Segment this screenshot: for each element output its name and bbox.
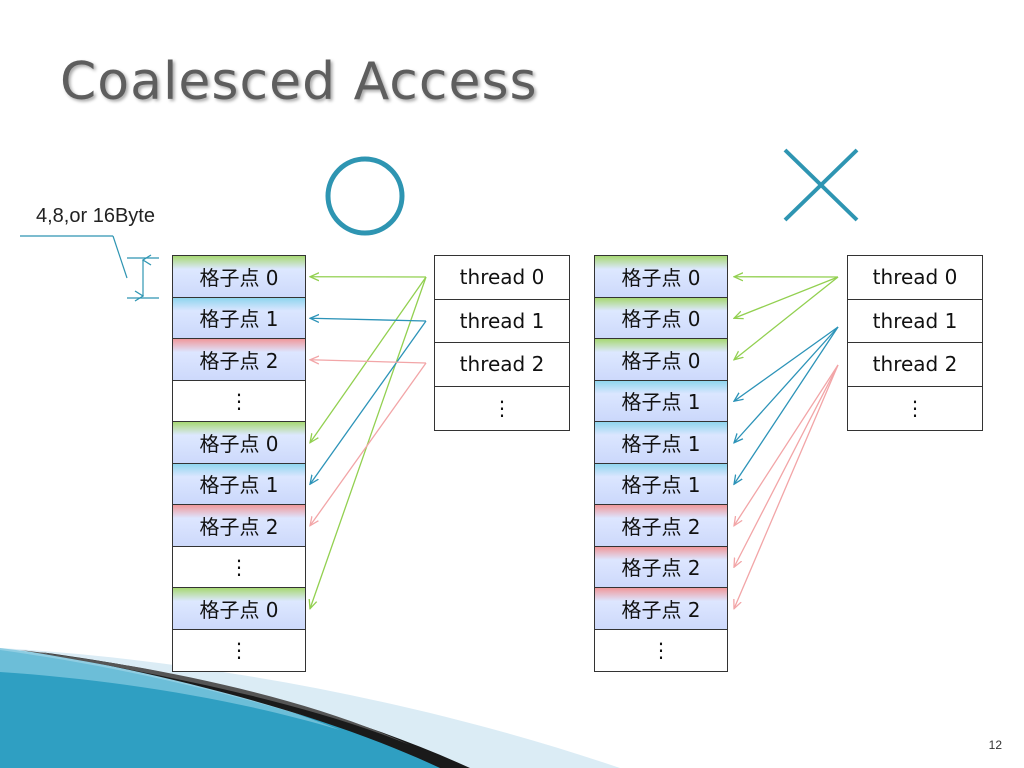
incorrect-cross-icon [783, 148, 859, 222]
right-thread-1-to-cell-4-arrow [734, 326, 839, 443]
memory-cell: 格子点 1 [173, 463, 305, 505]
memory-cell: 格子点 0 [173, 256, 305, 298]
right-thread-0-to-cell-2-arrow [734, 276, 839, 360]
memory-ellipsis-cell: ⋮ [173, 546, 305, 588]
right-thread-2-to-cell-8-arrow [734, 364, 839, 609]
left-thread-0-to-cell-4-arrow [310, 276, 427, 443]
thread-cell: thread 1 [435, 300, 569, 343]
thread-cell: thread 1 [848, 300, 982, 343]
memory-cell: 格子点 1 [595, 380, 727, 422]
thread-cell: thread 2 [435, 343, 569, 387]
thread-ellipsis-cell: ⋮ [905, 396, 925, 421]
memory-cell: 格子点 2 [595, 588, 727, 630]
memory-cell: 格子点 1 [595, 463, 727, 505]
memory-cell: 格子点 2 [595, 505, 727, 547]
memory-cell: 格子点 0 [173, 588, 305, 630]
thread-cell: thread 0 [848, 256, 982, 300]
memory-ellipsis-cell: ⋮ [173, 380, 305, 422]
left-thread-2-to-cell-2-arrow [310, 360, 427, 363]
left-thread-2-to-cell-6-arrow [310, 362, 427, 526]
thread-cell: thread 2 [848, 343, 982, 387]
memory-ellipsis-cell: ⋮ [173, 629, 305, 671]
memory-cell: 格子点 1 [173, 297, 305, 339]
size-dimension-indicator [20, 235, 159, 298]
memory-cell: 格子点 2 [595, 546, 727, 588]
left-thread-1-to-cell-5-arrow [310, 320, 427, 484]
right-thread-2-to-cell-6-arrow [734, 364, 839, 526]
memory-cell: 格子点 0 [595, 339, 727, 381]
page-number: 12 [988, 738, 1002, 752]
left-thread-1-to-cell-1-arrow [310, 318, 427, 321]
decorative-swoosh [0, 648, 620, 768]
right-thread-1-to-cell-3-arrow [734, 326, 839, 401]
correct-circle-icon [325, 156, 405, 236]
memory-ellipsis-cell: ⋮ [595, 629, 727, 671]
thread-cell: thread 0 [435, 256, 569, 300]
data-size-label: 4,8,or 16Byte [36, 205, 155, 227]
right-thread-2-to-cell-7-arrow [734, 364, 839, 567]
memory-cell: 格子点 2 [173, 339, 305, 381]
memory-cell: 格子点 0 [173, 422, 305, 464]
access-arrows [310, 276, 839, 609]
memory-cell: 格子点 0 [595, 297, 727, 339]
memory-cell: 格子点 0 [595, 256, 727, 298]
left-thread-0-to-cell-8-arrow [310, 276, 427, 609]
right-thread-1-to-cell-5-arrow [734, 326, 839, 484]
memory-cell: 格子点 2 [173, 505, 305, 547]
thread-ellipsis-cell: ⋮ [492, 396, 512, 421]
slide-title: Coalesced Access [60, 52, 538, 112]
memory-cell: 格子点 1 [595, 422, 727, 464]
right-thread-0-to-cell-1-arrow [734, 276, 839, 318]
